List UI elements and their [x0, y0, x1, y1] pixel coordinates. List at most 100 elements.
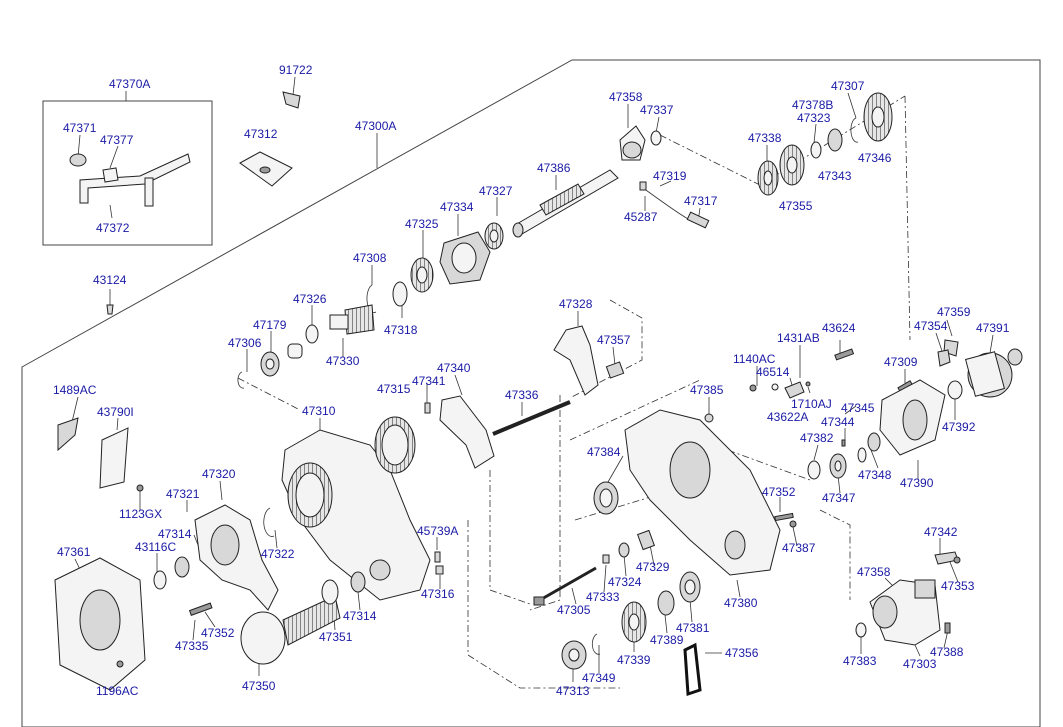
label-47306[interactable]: 47306	[228, 336, 262, 350]
pin-47341	[424, 402, 431, 414]
bearing-47345	[867, 432, 881, 452]
label-43124[interactable]: 43124	[93, 273, 127, 287]
label-47330[interactable]: 47330	[326, 354, 360, 368]
label-47318[interactable]: 47318	[384, 323, 418, 337]
label-47324[interactable]: 47324	[608, 575, 642, 589]
label-47392[interactable]: 47392	[942, 420, 976, 434]
label-47378B[interactable]: 47378B	[792, 98, 834, 112]
label-47337[interactable]: 47337	[640, 103, 674, 117]
actuator-motor-47391	[964, 348, 1023, 398]
label-47312[interactable]: 47312	[244, 127, 278, 141]
label-47341[interactable]: 47341	[412, 374, 446, 388]
snap-ring-47322	[263, 507, 275, 537]
label-47338[interactable]: 47338	[748, 131, 782, 145]
label-47314-upper[interactable]: 47314	[158, 527, 192, 541]
label-47354[interactable]: 47354	[914, 319, 948, 333]
label-43790I[interactable]: 43790I	[97, 405, 134, 419]
label-47317[interactable]: 47317	[684, 194, 718, 208]
label-47391[interactable]: 47391	[976, 321, 1010, 335]
label-91722[interactable]: 91722	[279, 63, 313, 77]
label-47316[interactable]: 47316	[421, 587, 455, 601]
label-47352-case[interactable]: 47352	[762, 485, 796, 499]
label-47353[interactable]: 47353	[941, 579, 975, 593]
label-47347[interactable]: 47347	[822, 491, 856, 505]
label-47358-oil-pump[interactable]: 47358	[609, 90, 643, 104]
label-47371[interactable]: 47371	[63, 121, 97, 135]
gear-47338	[757, 160, 779, 196]
label-47358-shift[interactable]: 47358	[857, 565, 891, 579]
label-47314-lower[interactable]: 47314	[343, 609, 377, 623]
label-47340[interactable]: 47340	[437, 361, 471, 375]
plug-47316	[435, 565, 444, 575]
label-46514[interactable]: 46514	[756, 365, 790, 379]
label-47381[interactable]: 47381	[676, 621, 710, 635]
label-47310[interactable]: 47310	[302, 404, 336, 418]
label-47377[interactable]: 47377	[100, 133, 134, 147]
label-47356[interactable]: 47356	[725, 646, 759, 660]
label-47326[interactable]: 47326	[293, 292, 327, 306]
label-47383[interactable]: 47383	[843, 654, 877, 668]
label-47390[interactable]: 47390	[900, 476, 934, 490]
label-47352-rear[interactable]: 47352	[201, 626, 235, 640]
label-47309[interactable]: 47309	[884, 355, 918, 369]
label-47343[interactable]: 47343	[818, 169, 852, 183]
label-47346[interactable]: 47346	[858, 151, 892, 165]
label-47380[interactable]: 47380	[724, 596, 758, 610]
label-47351[interactable]: 47351	[319, 630, 353, 644]
label-47305[interactable]: 47305	[557, 603, 591, 617]
label-47387[interactable]: 47387	[782, 541, 816, 555]
label-47328[interactable]: 47328	[559, 297, 593, 311]
label-45739A[interactable]: 45739A	[417, 524, 459, 538]
label-47357[interactable]: 47357	[597, 333, 631, 347]
label-47319[interactable]: 47319	[653, 169, 687, 183]
label-47388[interactable]: 47388	[930, 645, 964, 659]
case-half-47380	[624, 409, 781, 576]
label-47348[interactable]: 47348	[858, 468, 892, 482]
label-1196AC[interactable]: 1196AC	[96, 684, 139, 698]
label-47384[interactable]: 47384	[587, 445, 621, 459]
label-47386[interactable]: 47386	[537, 161, 571, 175]
label-1123GX[interactable]: 1123GX	[119, 507, 163, 521]
label-47321[interactable]: 47321	[166, 487, 200, 501]
label-47300A[interactable]: 47300A	[355, 119, 397, 133]
label-47359[interactable]: 47359	[937, 305, 971, 319]
label-1140AC[interactable]: 1140AC	[733, 352, 776, 366]
label-47389[interactable]: 47389	[650, 633, 684, 647]
label-47179[interactable]: 47179	[253, 318, 287, 332]
label-43624[interactable]: 43624	[822, 321, 856, 335]
label-47355[interactable]: 47355	[779, 199, 813, 213]
label-47349[interactable]: 47349	[582, 671, 616, 685]
label-47382[interactable]: 47382	[800, 431, 834, 445]
label-47322[interactable]: 47322	[261, 547, 295, 561]
label-47320[interactable]: 47320	[202, 467, 236, 481]
label-1710AJ[interactable]: 1710AJ	[791, 397, 832, 411]
label-1489AC[interactable]: 1489AC	[53, 383, 97, 397]
label-47325[interactable]: 47325	[405, 217, 439, 231]
label-47327[interactable]: 47327	[479, 184, 513, 198]
label-45287[interactable]: 45287	[624, 210, 658, 224]
label-47361[interactable]: 47361	[57, 545, 91, 559]
label-47342[interactable]: 47342	[924, 525, 958, 539]
label-47313[interactable]: 47313	[556, 684, 590, 698]
label-47334[interactable]: 47334	[440, 200, 474, 214]
label-47344[interactable]: 47344	[821, 415, 855, 429]
label-47345[interactable]: 47345	[841, 401, 875, 415]
label-47336[interactable]: 47336	[505, 388, 539, 402]
label-1431AB[interactable]: 1431AB	[777, 331, 820, 345]
label-43116C[interactable]: 43116C	[135, 540, 177, 554]
bolt-1140AC	[749, 384, 757, 392]
label-47308[interactable]: 47308	[353, 251, 387, 265]
label-47370A[interactable]: 47370A	[109, 77, 151, 91]
label-47385[interactable]: 47385	[690, 383, 724, 397]
label-47303[interactable]: 47303	[903, 657, 937, 671]
label-47372[interactable]: 47372	[96, 221, 130, 235]
label-47333[interactable]: 47333	[586, 590, 620, 604]
label-43622A[interactable]: 43622A	[767, 410, 809, 424]
label-47329[interactable]: 47329	[636, 560, 670, 574]
label-47335[interactable]: 47335	[175, 639, 209, 653]
label-47323[interactable]: 47323	[797, 111, 831, 125]
label-47339[interactable]: 47339	[617, 653, 651, 667]
label-47315[interactable]: 47315	[377, 382, 411, 396]
label-47350[interactable]: 47350	[242, 679, 276, 693]
label-47307[interactable]: 47307	[831, 79, 865, 93]
